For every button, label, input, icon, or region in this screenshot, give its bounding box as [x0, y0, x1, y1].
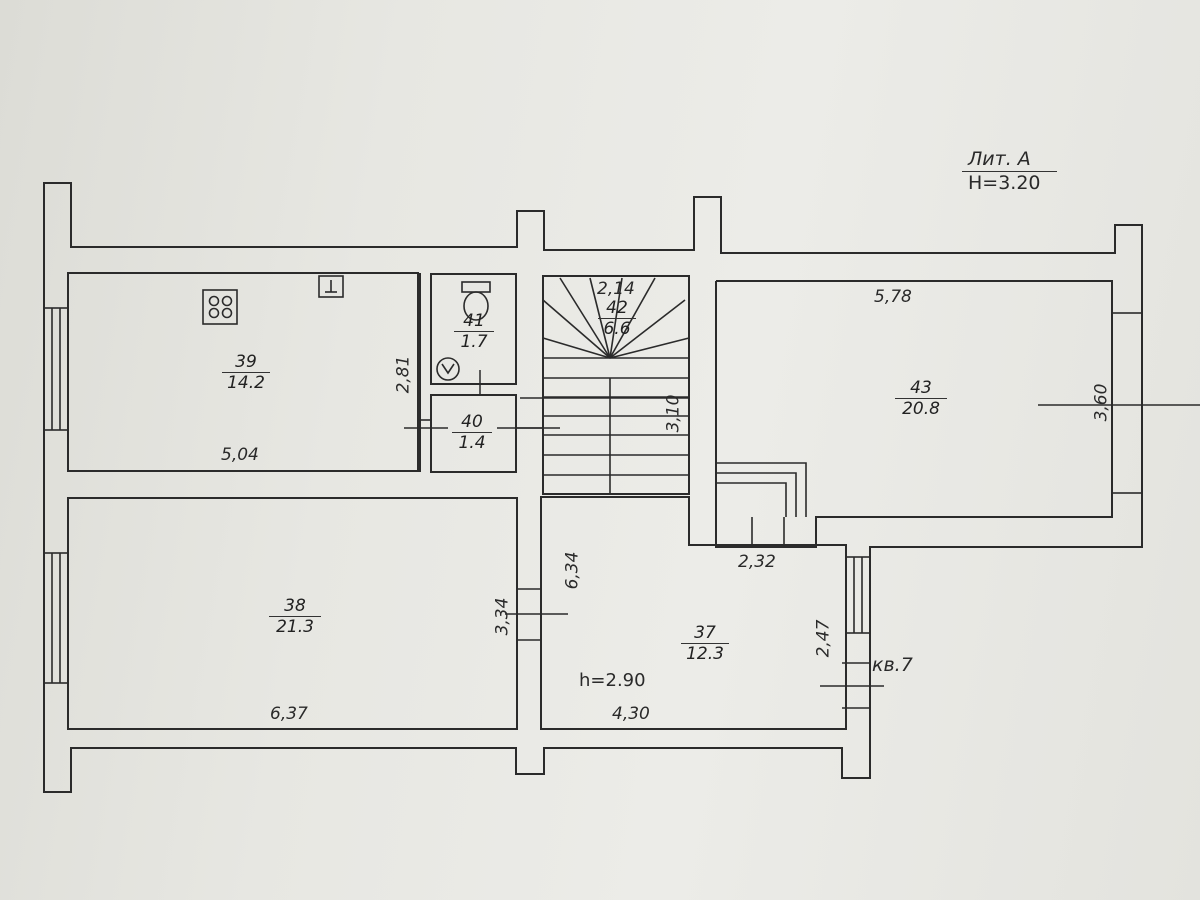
- lit-header: Лит. А Н=3.20: [962, 148, 1057, 194]
- room-43-outline: [715, 280, 1113, 548]
- room-38-id: 38: [269, 596, 321, 617]
- room-39-label: 39 14.2: [222, 352, 270, 393]
- dim-3-10: 3,10: [663, 394, 684, 433]
- sink-icon: [318, 275, 344, 298]
- room-42-label: 42 6.6: [598, 298, 636, 339]
- dim-2-81: 2,81: [393, 355, 414, 394]
- washbasin-icon: [436, 357, 460, 381]
- room-43-area: 20.8: [902, 399, 940, 419]
- dim-2-47: 2,47: [813, 619, 834, 658]
- room-41-outline: [430, 273, 517, 385]
- subheight-note: h=2.90: [579, 670, 646, 691]
- windows: [43, 307, 1143, 684]
- room-38-label: 38 21.3: [269, 596, 321, 637]
- dim-6-34: 6,34: [562, 551, 583, 590]
- window-right-43: [1111, 312, 1143, 494]
- dim-6-37: 6,37: [270, 704, 308, 724]
- stove-icon: [202, 289, 238, 325]
- room-37-label: 37 12.3: [681, 623, 729, 664]
- room-39-id: 39: [222, 352, 270, 373]
- room-43-label: 43 20.8: [895, 378, 947, 419]
- room-40-label: 40 1.4: [452, 412, 492, 453]
- room-37-outline: [540, 496, 847, 730]
- outer-wall: [43, 182, 1143, 793]
- section-lines: [404, 370, 1200, 687]
- room-40-id: 40: [452, 412, 492, 433]
- room-42-id: 42: [598, 298, 636, 319]
- window-left-bottom: [43, 552, 69, 684]
- dim-5-04: 5,04: [221, 445, 259, 465]
- dim-3-34: 3,34: [492, 597, 513, 636]
- room-39-area: 14.2: [227, 373, 265, 393]
- room-37-area: 12.3: [686, 644, 724, 664]
- window-right-37: [845, 556, 871, 634]
- dim-2-14: 2,14: [597, 279, 635, 299]
- window-left-top: [43, 307, 69, 431]
- dim-5-78: 5,78: [874, 287, 912, 307]
- stair-outline: [542, 275, 690, 495]
- room-43-id: 43: [895, 378, 947, 399]
- room-41-area: 1.7: [460, 332, 488, 352]
- toilet-icon: [461, 281, 491, 321]
- room-40-outline: [430, 394, 517, 473]
- room-41-label: 41 1.7: [454, 311, 494, 352]
- dim-2-32: 2,32: [738, 552, 776, 572]
- room-41-id: 41: [454, 311, 494, 332]
- room-40-area: 1.4: [458, 433, 486, 453]
- small-steps: [716, 462, 807, 547]
- room-42-area: 6.6: [603, 319, 631, 339]
- apartment-label: кв.7: [872, 654, 913, 676]
- room-38-area: 21.3: [276, 617, 314, 637]
- dim-4-30: 4,30: [612, 704, 650, 724]
- lit-label: Лит. А: [962, 148, 1057, 172]
- dim-3-60: 3,60: [1091, 383, 1112, 422]
- room-37-id: 37: [681, 623, 729, 644]
- walls: [43, 182, 1143, 793]
- ceiling-height: Н=3.20: [968, 172, 1041, 194]
